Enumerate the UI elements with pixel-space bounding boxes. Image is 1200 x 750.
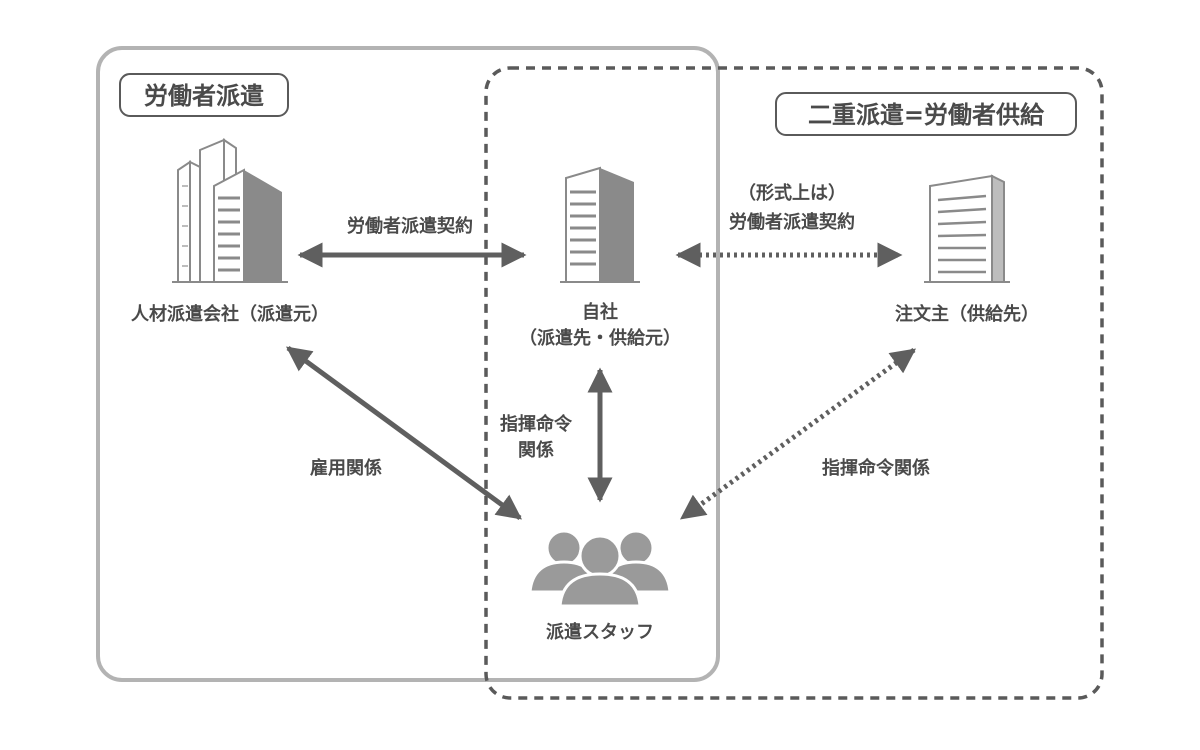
command-right-label: 指揮命令関係 bbox=[822, 457, 930, 479]
double-dispatch-region-label: 二重派遣=労働者供給 bbox=[808, 101, 1045, 129]
employment-label: 雇用関係 bbox=[310, 457, 382, 479]
dispatch-region-label: 労働者派遣 bbox=[144, 82, 264, 110]
client-building-icon bbox=[924, 174, 1010, 283]
formal-note-label: （形式上は） bbox=[738, 182, 846, 204]
agency-label: 人材派遣会社（派遣元） bbox=[131, 303, 329, 325]
command-label-line1: 指揮命令 bbox=[500, 413, 573, 435]
dispatch-contract-label: 労働者派遣契約 bbox=[347, 215, 473, 237]
employment-arrow bbox=[285, 345, 523, 521]
command-arrow-diagonal bbox=[679, 347, 917, 521]
agency-building-icon bbox=[172, 138, 288, 283]
dispatch-region-tag: 労働者派遣 bbox=[119, 73, 289, 117]
formal-contract-label: 労働者派遣契約 bbox=[729, 211, 855, 233]
own-company-label-line2: （派遣先・供給元） bbox=[519, 327, 681, 349]
client-label: 注文主（供給先） bbox=[895, 303, 1039, 325]
double-dispatch-region-border bbox=[484, 66, 1104, 700]
staff-people-icon bbox=[528, 529, 672, 608]
command-label-line2: 関係 bbox=[518, 439, 554, 461]
staff-label: 派遣スタッフ bbox=[546, 621, 654, 643]
double-dispatch-region-tag: 二重派遣=労働者供給 bbox=[775, 92, 1077, 136]
own-company-label-line1: 自社 bbox=[582, 301, 618, 323]
own-company-building-icon bbox=[560, 166, 640, 283]
